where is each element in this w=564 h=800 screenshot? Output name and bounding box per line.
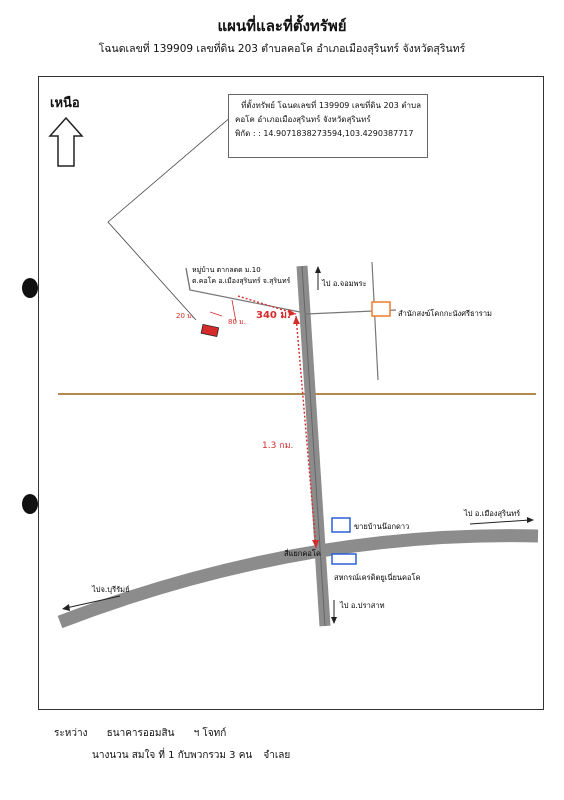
distance-main-label: 1.3 กม.	[262, 441, 293, 451]
footer-plaintiff: ธนาคารออมสิน	[106, 728, 175, 739]
route-arrow-icon	[288, 309, 296, 316]
footer-between-label: ระหว่าง	[54, 728, 88, 739]
page-title: แผนที่และที่ตั้งทรัพย์	[217, 17, 347, 35]
shop-marker	[331, 517, 351, 533]
village-road	[185, 267, 301, 313]
shop-label: ขายบ้านน๊อกดาว	[354, 522, 409, 531]
punch-hole-top	[22, 278, 38, 298]
route-main	[295, 315, 317, 549]
info-line-1: ที่ตั้งทรัพย์ โฉนดเลขที่ 139909 เลขที่ดิ…	[241, 101, 421, 110]
junction-label: สี่แยกคอโค	[284, 548, 321, 558]
arrow-west-icon	[65, 595, 121, 609]
distance-side-label: 340 ม.	[256, 310, 291, 321]
parcel-depth-label: 80 ม.	[228, 318, 246, 326]
parcel-marker	[200, 323, 220, 338]
info-line-2: คอโค อำเภอเมืองสุรินทร์ จังหวัดสุรินทร์	[235, 115, 371, 124]
footer-defendant-role: จำเลย	[263, 750, 291, 761]
cooperative-marker	[331, 553, 357, 565]
info-coordinates: พิกัด : : 14.9071838273594,103.429038771…	[235, 129, 414, 138]
footer-row-plaintiff: ระหว่าง ธนาคารออมสิน ฯ โจทก์	[54, 726, 242, 741]
north-label: เหนือ	[50, 96, 80, 111]
footer-defendant: นางนวน สมใจ ที่ 1 กับพวกรวม 3 คน	[92, 750, 253, 761]
leader-line	[107, 115, 233, 321]
north-arrow-icon	[48, 116, 84, 167]
to-south-label: ไป อ.ปราสาท	[339, 601, 385, 610]
footer-row-defendant: นางนวน สมใจ ที่ 1 กับพวกรวม 3 คน จำเลย	[92, 748, 290, 763]
village-label-2: ต.คอโค อ.เมืองสุรินทร์ จ.สุรินทร์	[192, 276, 291, 285]
side-road-vertical	[371, 261, 379, 381]
footer-plaintiff-role: ฯ โจทก์	[193, 728, 227, 739]
parcel-width-label: 20 ม.	[176, 312, 194, 320]
village-label-1: หมู่บ้าน ตากลดด ม.10	[192, 266, 261, 274]
cooperative-label: สหกรณ์เครดิตยูเนี่ยนคอโค	[334, 572, 421, 582]
to-west-label: ไปจ.บุรีรัมย์	[91, 585, 129, 594]
map-frame	[38, 76, 544, 710]
temple-label: สำนักสงฆ์โคกกะนังศรีธาราม	[398, 309, 492, 318]
punch-hole-bottom	[22, 494, 38, 514]
page-subtitle: โฉนดเลขที่ 139909 เลขที่ดิน 203 ตำบลคอโค…	[98, 43, 466, 55]
to-east-label: ไป อ.เมืองสุรินทร์	[463, 509, 520, 518]
to-north-label: ไป อ.จอมพระ	[321, 279, 367, 288]
highway-east-west	[57, 529, 539, 629]
property-info-box: ที่ตั้งทรัพย์ โฉนดเลขที่ 139909 เลขที่ดิ…	[228, 94, 428, 158]
arrow-east-icon	[469, 519, 531, 525]
temple-marker	[371, 301, 391, 317]
